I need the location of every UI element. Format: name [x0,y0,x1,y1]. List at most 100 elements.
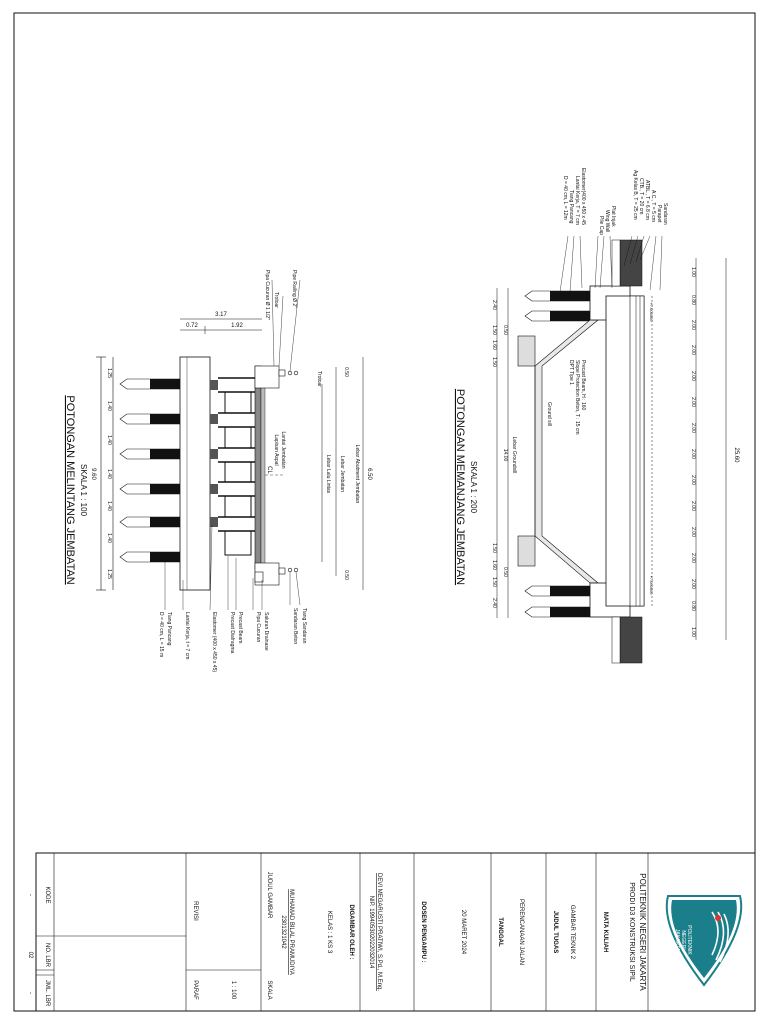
long-section-drawing: POTONGAN MEMANJANG JEMBATAN SKALA 1 : 20… [454,168,739,664]
dim-pile-5: 1.40 [106,533,112,543]
seg-14: 0.80 [690,601,696,611]
jml-lbr-value: - [27,992,33,994]
ldim-240b: 2.40 [491,598,497,608]
judul-gambar-label: JUDUL GAMBAR [266,872,272,919]
dim-pile-1: 1.40 [106,401,112,411]
label-dpt: DPT Tipe 1 [568,360,574,385]
lpile-3 [524,585,591,597]
ldim-150c: 1.50 [491,543,497,553]
seg-2: 0.80 [690,295,696,305]
ldim-160b: 1.60 [491,560,497,570]
logo-text-2: NEGERI [680,930,686,949]
label-precast-beam: Precast Beam [237,612,243,643]
cross-section-scale: SKALA 1 : 100 [79,464,88,517]
label-pipe-railing: Pipe Railing Ø 2" [291,270,297,308]
label-ctb: CTB., T = 20 cm [638,178,644,214]
seg-10: 2.00 [690,501,696,511]
ground-sill-left [517,335,536,367]
kode-label: KODE [44,886,50,903]
label-cl: CL [266,466,272,474]
tanggal-value: 20 MARET 2024 [460,910,466,955]
label-ac: A.C., T = 5 cm [650,190,656,222]
dim-top-050a: 0.50 [343,367,349,377]
elev-left: +7.000000 [649,302,654,322]
label-pipa-cucuran: Pipa Cucuran Ø 1 1/2" [264,270,270,320]
pnj-logo: POLITEKNIK NEGERI JAKARTA [665,895,743,987]
label-precast-beam-long: Precast Beam, H : 160 [580,360,586,411]
logo-text-3: JAKARTA [674,929,680,952]
logo-wave-icon [711,911,729,963]
seg-12: 2.00 [690,553,696,563]
label-sandaran: Sandaran [662,203,668,225]
precast-beams [218,377,255,556]
judul-tugas-label: JUDUL TUGAS [552,911,558,954]
pile-5 [119,516,181,528]
label-lebar-groundsill: Lebar Groundsill [511,437,517,474]
long-section-title: POTONGAN MEMANJANG JEMBATAN [454,389,466,585]
label-lantai-kerja-long: Lantai Kerja, T = 7 cm [574,176,580,225]
digambar-label: DIGAMBAR OLEH : [348,905,354,960]
pile-2 [119,413,181,425]
student-nim: 2301321042 [280,915,286,949]
ldim-total: 25.60 [733,447,739,463]
label-trotoar: Trotoar [316,371,322,387]
label-lantai-kerja: Lantai Kerja, t = 7 cm [184,612,190,659]
seg-11: 2.00 [690,527,696,537]
label-ag-kelas-b: Ag Kelas B, T = 25 cm [632,170,638,220]
pile-cap [179,356,211,591]
seg-15: 1.00 [690,627,696,637]
label-precast-diafragma: Precast Diafragma [229,612,235,654]
no-lbr-label: NO. LBR [44,943,50,968]
skala-value: 1 : 100 [230,981,236,1000]
kode-value: - [27,894,33,896]
program-name: PRODI D3 KONSTRUKSI SIPIL [628,882,635,982]
lpile-4 [524,606,591,618]
ldim-150b: 1.50 [491,357,497,367]
label-lantai-jembatan: Lantai Jembatan [280,432,286,469]
seg-5: 2.00 [690,371,696,381]
ldim-050a: 0.50 [502,325,508,335]
label-parapet: Parapet [656,205,662,223]
seg-9: 2.00 [690,475,696,485]
label-lapisan-aspal: Lapisan Aspal [273,434,279,465]
long-piles [524,290,591,618]
ground-sill-right [517,535,536,567]
dim-edge-left: 1.25 [106,368,112,378]
dim-total-width: 9.60 [90,468,96,480]
label-sandaran-beton: Sandaran Beton [292,608,298,644]
dim-edge-right: 1.25 [106,569,112,579]
elastomers [210,380,218,527]
label-tiang-pancang: Tiang Pancang [166,612,172,646]
kelas-value: KELAS : 1 KS 3 [326,911,332,954]
elev-right: +7.000000 [649,575,654,595]
label-atbl: ATBL., T = 6.8 cm [644,180,650,220]
label-tiang-pancang-dim-long: D = 40 cm, L = 12m [562,176,568,220]
label-elastomer-long: Elastomer(400 x 450 x 45 [580,168,586,225]
paraf-label: PARAF [192,980,198,1000]
seg-8: 2.00 [690,449,696,459]
tanggal-label: TANGGAL [497,917,503,947]
label-slope-protection: Slope Protection Beton, T : 15 cm [574,360,580,435]
slope-protection [534,319,599,584]
label-lebar-jembatan: Lebar Jembatan [339,456,345,492]
pile-3 [119,448,181,460]
title-block: POLITEKNIK NEGERI JAKARTA POLITEKNIK NEG… [27,852,756,1012]
dim-317: 3.17 [215,312,227,318]
mata-kuliah-label: MATA KULIAH [602,912,608,953]
seg-4: 2.00 [690,345,696,355]
judul-tugas-value: PERENCANAAN JALAN [518,899,524,965]
dim-072: 0.72 [186,323,198,329]
label-pipa-cucuran-2: Pipa Cucuran [255,612,261,643]
lpile-1 [524,290,591,302]
label-lebar-abutment: Lebar Abutment Jembatan [354,445,360,504]
ldim-150a: 1.50 [491,325,497,335]
seg-13: 2.00 [690,579,696,589]
ldim-240a: 2.40 [491,300,497,310]
dim-192: 1.92 [231,323,243,329]
label-pile-cap: Pile Cap [598,216,604,235]
dosen-label: DOSEN PENGAMPU : [420,901,426,962]
ldim-groundsill: 14.00 [502,449,508,462]
student-name: MUHAMAD BILAL PRAMUDIYA [288,889,294,975]
skala-label: SKALA [266,980,272,999]
